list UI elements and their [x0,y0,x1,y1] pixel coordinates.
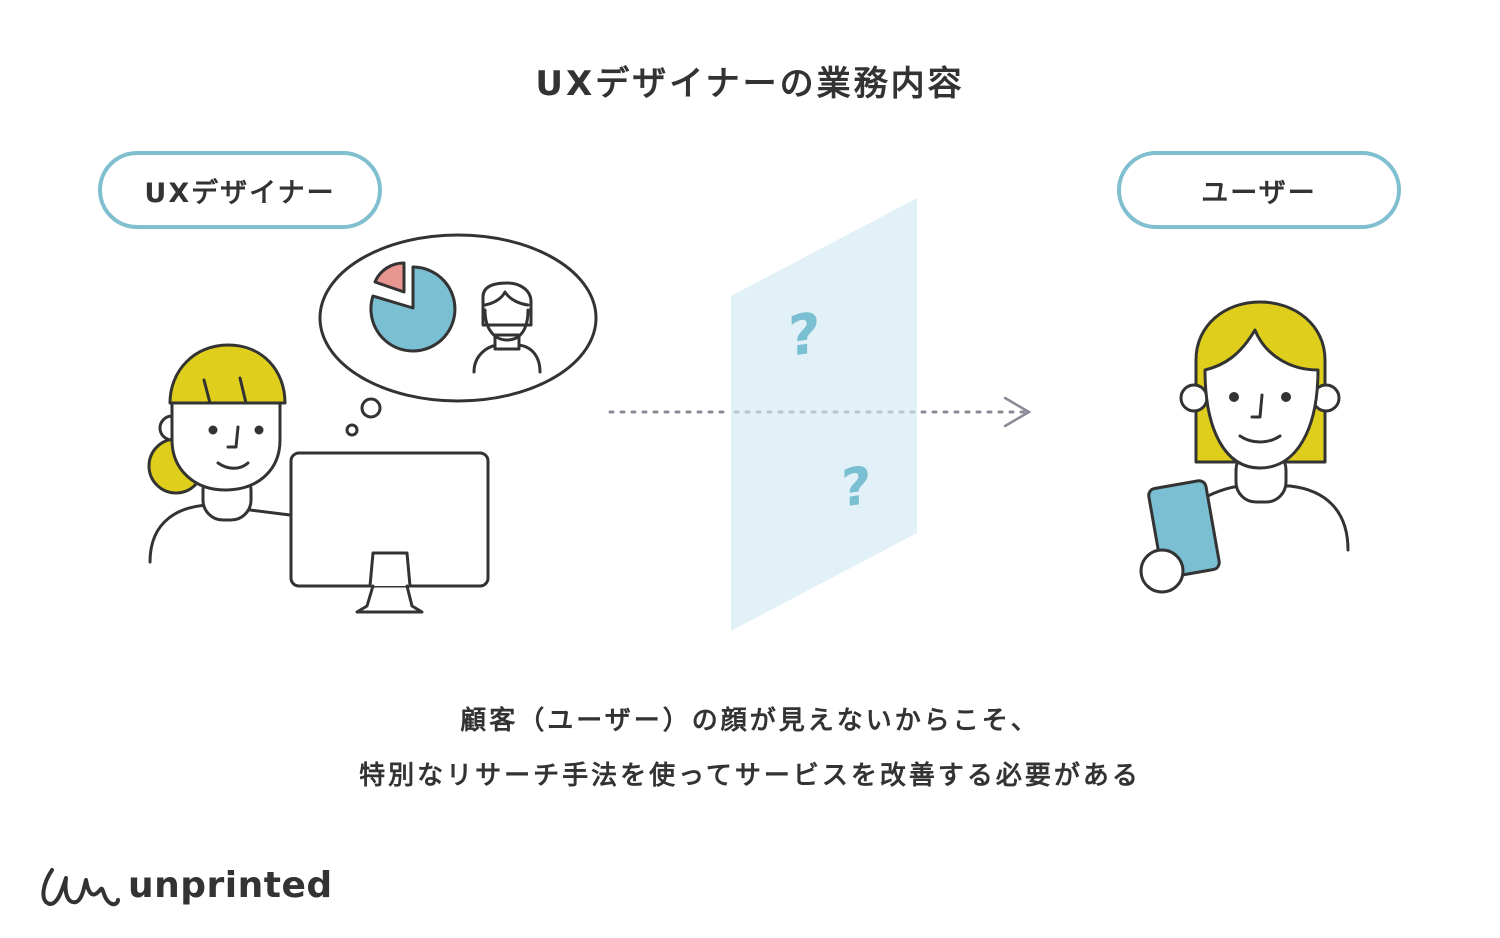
user-avatar-icon [472,281,542,374]
question-mark-2: ? [841,456,871,520]
pie-chart-icon [369,265,457,353]
designer-figure [147,343,292,564]
thought-bubble [318,233,598,437]
brand-name: unprinted [128,864,333,906]
user-figure [1139,300,1350,594]
dotted-arrow [608,396,1032,428]
page-title: UXデザイナーの業務内容 [535,64,965,104]
barrier-panel [731,198,917,631]
designer-label: UXデザイナー [98,151,382,229]
caption-line-2: 特別なリサーチ手法を使ってサービスを改善する必要がある [359,761,1141,791]
brand-logo: unprinted [38,860,333,910]
monitor-icon [289,451,490,614]
caption-line-1: 顧客（ユーザー）の顔が見えないからこそ、 [460,706,1040,736]
question-mark-1: ? [788,301,820,370]
user-label: ユーザー [1117,151,1401,229]
brand-script-mark-icon [41,868,120,907]
